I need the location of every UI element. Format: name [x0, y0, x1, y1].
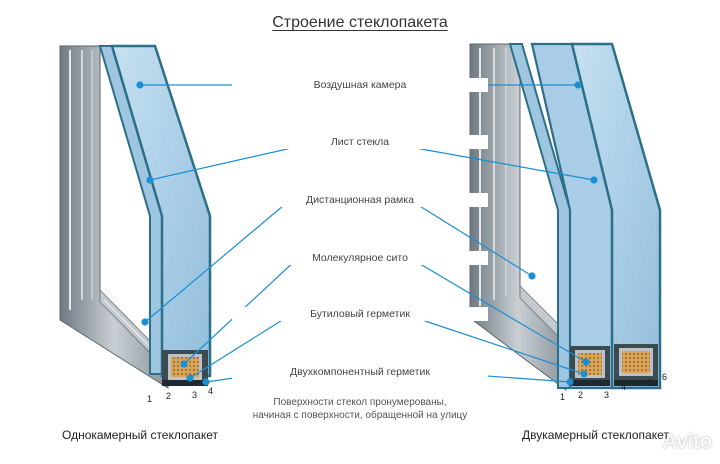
single-chamber-unit	[59, 44, 212, 389]
pointer-dot-sieve-right	[582, 358, 590, 366]
left-num-2: 2	[166, 391, 171, 401]
right-desiccant-1	[578, 353, 602, 375]
caption-double-chamber: Двукамерный стеклопакет	[522, 428, 669, 442]
right-num-2: 2	[578, 390, 583, 400]
label-air-chamber: Воздушная камера	[232, 78, 488, 92]
right-num-5: 5	[648, 378, 653, 388]
left-surface-numbers: 1 2 3 4	[147, 386, 213, 404]
left-butyl	[162, 380, 208, 386]
left-glass-front	[110, 44, 212, 378]
pointer-dot-butyl-left	[186, 374, 194, 382]
pointer-dot-air-right	[574, 81, 582, 89]
right-num-3: 3	[604, 390, 609, 400]
left-num-4: 4	[208, 386, 213, 396]
pointer-dot-spacer-left	[141, 318, 149, 326]
double-chamber-unit	[469, 42, 662, 391]
diagram-title: Строение стеклопакета	[272, 14, 448, 31]
pointer-dot-twocomp-left	[202, 378, 210, 386]
pointer-dot-glass-right	[590, 176, 598, 184]
pointer-dot-spacer-right	[528, 272, 536, 280]
right-desiccant-2	[622, 351, 650, 373]
left-num-3: 3	[192, 390, 197, 400]
right-num-1: 1	[560, 392, 565, 402]
pointer-dot-sieve-left	[180, 360, 188, 368]
caption-single-chamber: Однокамерный стеклопакет	[62, 428, 219, 442]
pointer-dot-air-left	[136, 81, 144, 89]
pointer-dot-butyl-right	[580, 370, 588, 378]
pointer-dot-twocomp-right	[566, 378, 574, 386]
pointer-dot-glass-left	[146, 176, 154, 184]
note-line-2: начиная с поверхности, обращенной на ули…	[252, 410, 468, 421]
right-num-4: 4	[621, 382, 626, 392]
surface-numbering-note: Поверхности стекол пронумерованы, начина…	[200, 396, 520, 422]
label-butyl-sealant: Бутиловый герметик	[232, 307, 488, 321]
note-line-1: Поверхности стекол пронумерованы,	[273, 397, 447, 408]
label-two-component-sealant: Двухкомпонентный герметик	[232, 365, 488, 379]
label-molecular-sieve: Молекулярное сито	[232, 251, 488, 265]
right-num-6: 6	[662, 372, 667, 382]
left-num-1: 1	[147, 394, 152, 404]
watermark-logo: Avito	[662, 431, 712, 453]
right-surface-numbers: 1 2 3 4 5 6	[560, 372, 667, 402]
right-glass-3	[570, 42, 662, 390]
label-spacer-frame: Дистанционная рамка	[232, 193, 488, 207]
label-glass-sheet: Лист стекла	[232, 135, 488, 149]
